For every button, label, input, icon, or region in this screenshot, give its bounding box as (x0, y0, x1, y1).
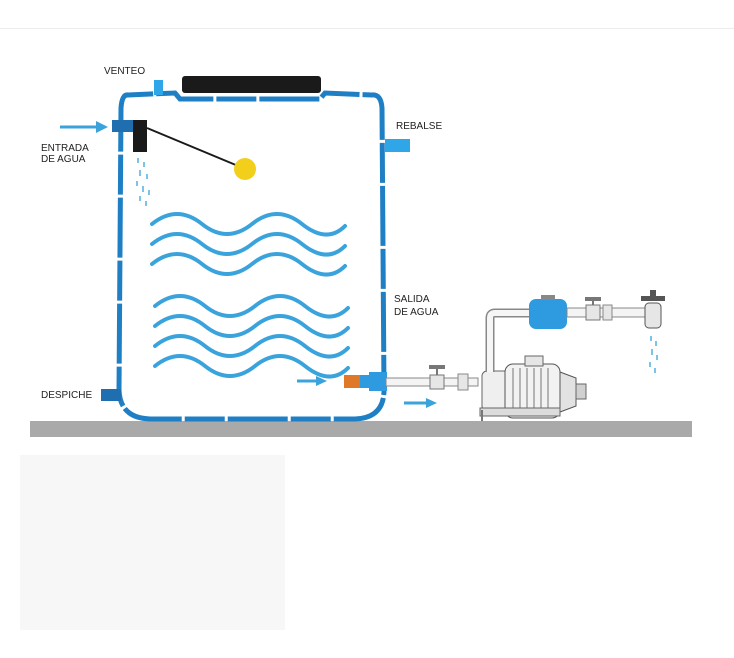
vent-label: VENTEO (104, 66, 145, 77)
outlet-fitting-inner (360, 375, 370, 388)
valve-icon (585, 297, 601, 321)
drain-label: DESPICHE (41, 390, 92, 401)
float-valve-icon (146, 127, 256, 180)
outlet-label-line1: SALIDA (394, 294, 430, 305)
faucet-icon (641, 290, 665, 329)
faded-area (20, 455, 285, 630)
vent-pipe (154, 80, 163, 95)
pump-icon (479, 355, 587, 419)
inlet-label-line1: ENTRADA (41, 143, 89, 154)
inlet-elbow (133, 120, 147, 152)
inlet-label-line2: DE AGUA (41, 154, 86, 165)
pipe-coupling (602, 304, 613, 321)
flow-arrow-icon (297, 376, 327, 386)
outlet-nut (369, 372, 387, 391)
wave-icon (150, 212, 347, 277)
inlet-arrow-icon (60, 121, 108, 133)
flow-arrow-icon (404, 398, 437, 408)
overflow-pipe (385, 139, 410, 152)
inlet-water-drops (136, 158, 150, 206)
faucet-water-drops (649, 336, 658, 373)
overflow-label: REBALSE (396, 121, 442, 132)
pipe-coupling (457, 373, 469, 391)
ground-slab (30, 421, 692, 437)
wave-icon (153, 294, 350, 379)
tank-lid (182, 76, 321, 93)
top-divider (0, 28, 734, 29)
valve-icon (429, 365, 445, 390)
outlet-label-line2: DE AGUA (394, 307, 439, 318)
pressure-tank-icon (529, 295, 567, 329)
discharge-pipe (485, 308, 530, 372)
drain-pipe (101, 389, 121, 401)
outlet-fitting (344, 375, 364, 388)
